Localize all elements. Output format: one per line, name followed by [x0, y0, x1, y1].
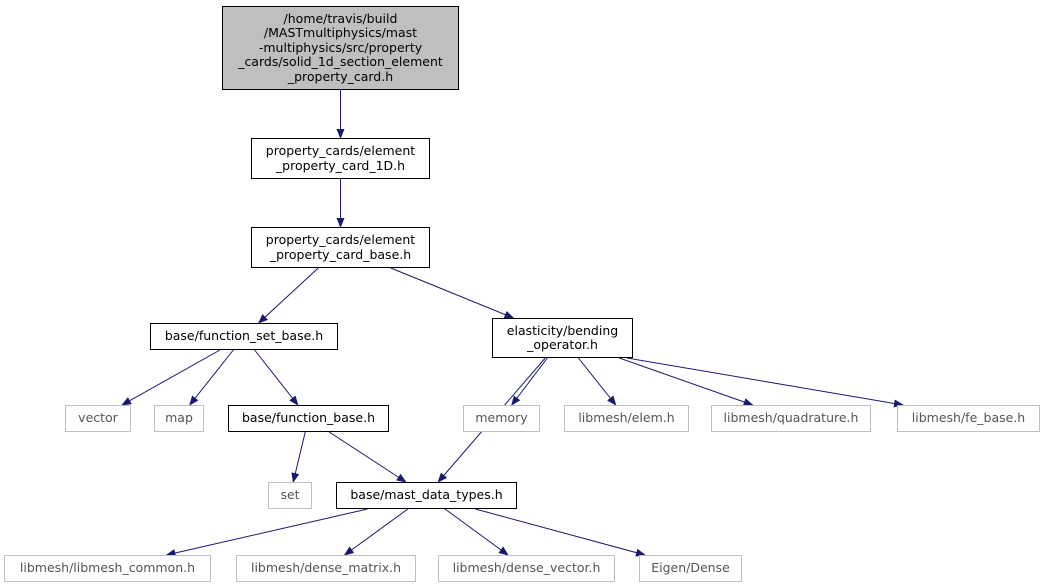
node-quad: libmesh/quadrature.h — [711, 405, 871, 432]
node-label: base/mast_data_types.h — [350, 487, 503, 503]
edge-fb-to-set — [291, 431, 306, 483]
node-febase: libmesh/fe_base.h — [897, 405, 1040, 432]
node-label: Eigen/Dense — [651, 560, 730, 576]
node-label: libmesh/dense_matrix.h — [250, 560, 402, 576]
node-bend[interactable]: elasticity/bending _operator.h — [492, 318, 633, 358]
edge-epbase-to-fsb — [257, 267, 319, 324]
node-fsb[interactable]: base/function_set_base.h — [150, 323, 338, 350]
node-fb[interactable]: base/function_base.h — [228, 405, 389, 432]
edge-mdt-to-dv — [444, 508, 509, 556]
node-set: set — [268, 482, 312, 509]
edge-fsb-to-vector — [121, 349, 221, 406]
edge-mdt-to-dm — [343, 508, 409, 556]
node-epbase[interactable]: property_cards/element _property_card_ba… — [251, 227, 430, 268]
node-map: map — [154, 405, 204, 432]
edge-bend-to-quad — [619, 357, 754, 406]
node-label: /home/travis/build /MASTmultiphysics/mas… — [238, 10, 443, 84]
edge-bend-to-elem — [578, 357, 617, 406]
node-elem: libmesh/elem.h — [564, 405, 689, 432]
node-label: map — [165, 410, 193, 426]
node-vector: vector — [65, 405, 131, 432]
node-label: base/function_base.h — [241, 410, 375, 426]
node-label: property_cards/element _property_card_1D… — [265, 143, 416, 173]
edge-bend-to-memory — [511, 357, 548, 406]
node-label: set — [280, 487, 300, 503]
node-dv: libmesh/dense_vector.h — [438, 555, 615, 582]
node-label: libmesh/fe_base.h — [911, 410, 1026, 426]
edge-fsb-to-fb — [254, 349, 299, 406]
node-label: memory — [475, 410, 528, 426]
node-label: libmesh/quadrature.h — [723, 410, 859, 426]
node-label: vector — [78, 410, 118, 426]
node-root[interactable]: /home/travis/build /MASTmultiphysics/mas… — [222, 6, 459, 90]
edge-fsb-to-map — [189, 349, 234, 406]
node-memory: memory — [463, 405, 540, 432]
node-eigen: Eigen/Dense — [639, 555, 742, 582]
edge-epbase-to-bend — [390, 267, 515, 319]
node-label: libmesh/dense_vector.h — [452, 560, 601, 576]
node-dm: libmesh/dense_matrix.h — [236, 555, 416, 582]
node-label: elasticity/bending _operator.h — [506, 322, 619, 352]
node-label: libmesh/elem.h — [578, 410, 675, 426]
edge-mdt-to-lmc — [165, 508, 368, 557]
edge-mdt-to-eigen — [475, 508, 646, 557]
node-ep1d[interactable]: property_cards/element _property_card_1D… — [251, 138, 430, 179]
edge-fb-to-mdt — [328, 431, 407, 483]
node-label: base/function_set_base.h — [164, 328, 324, 344]
node-label: property_cards/element _property_card_ba… — [265, 232, 416, 262]
edge-bend-to-febase — [626, 357, 904, 408]
node-lmc: libmesh/libmesh_common.h — [4, 555, 211, 582]
node-mdt[interactable]: base/mast_data_types.h — [336, 482, 517, 509]
node-label: libmesh/libmesh_common.h — [19, 560, 196, 576]
